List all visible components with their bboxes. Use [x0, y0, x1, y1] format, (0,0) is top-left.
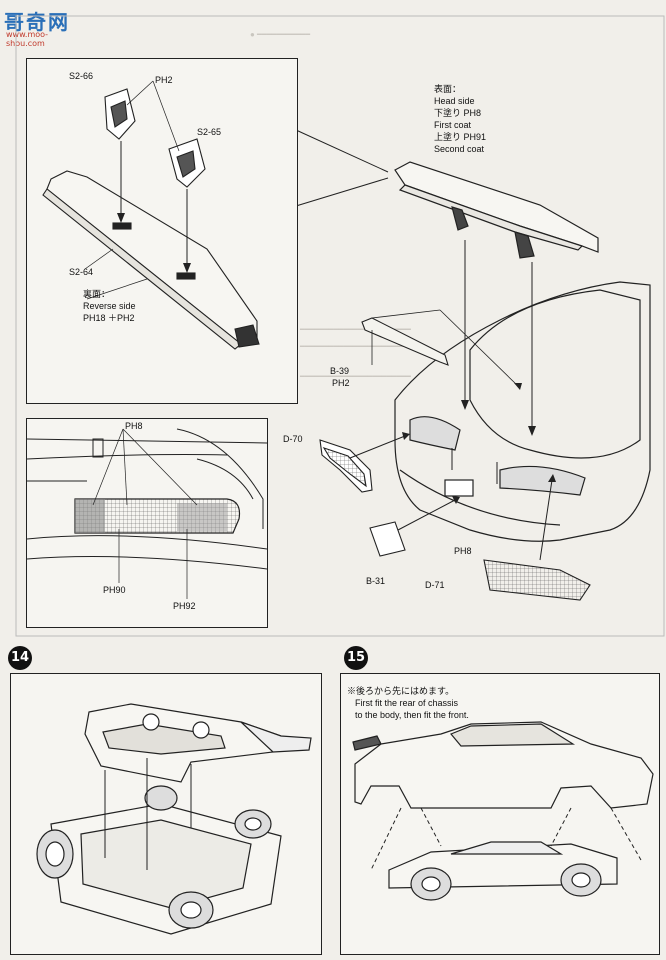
step-14-number: 14 [8, 646, 32, 670]
site-logo: 哥奇网 www.moo-shou.com [4, 6, 74, 48]
logo-url: www.moo-shou.com [6, 30, 49, 48]
label-b31: B-31 [366, 576, 386, 586]
part-d70-drawing [319, 439, 373, 493]
label-ph92: PH92 [173, 601, 196, 611]
part-d71-drawing [483, 559, 591, 601]
label-undercoat: 下塗り PH8 [434, 108, 482, 118]
label-d70: D-70 [283, 434, 303, 444]
step15-note-en-1: First fit the rear of chassis [355, 698, 459, 708]
label-head-jp: 表面： [434, 84, 462, 94]
inset-tail-light: PH8 PH90 PH92 [26, 418, 268, 628]
inset-wing-parts: S2-66 PH2 S2-65 S2-64 裏面： Reverse side P… [26, 58, 298, 404]
label-ph8-inset: PH8 [125, 421, 143, 431]
label-ph2-b39: PH2 [332, 378, 350, 388]
label-s2-65: S2-65 [197, 127, 222, 137]
label-reverse-paint: PH18 ＋PH2 [83, 313, 135, 323]
step15-drawing [352, 721, 654, 901]
step-14-panel [10, 673, 322, 955]
label-first-coat: First coat [434, 120, 472, 130]
step-15-number: 15 [344, 646, 368, 670]
label-second-coat: Second coat [434, 144, 485, 154]
step-15-panel: ※後ろから先にはめます。 First fit the rear of chass… [340, 673, 660, 955]
label-reverse-jp: 裏面： [83, 289, 111, 299]
label-topcoat: 上塗り PH91 [434, 132, 487, 142]
rear-wing-drawing [394, 161, 599, 259]
logo-text: 哥奇网 [4, 10, 70, 34]
step15-note-jp: ※後ろから先にはめます。 [347, 686, 455, 696]
part-b31-drawing [369, 521, 406, 557]
car-rear-drawing [394, 281, 651, 542]
label-b39: B-39 [330, 366, 350, 376]
label-ph2-inset: PH2 [155, 75, 173, 85]
label-ph8-pins: PH8 [454, 546, 472, 556]
inset-wing-drawing [42, 80, 260, 350]
label-reverse-en: Reverse side [83, 301, 136, 311]
part-b39-drawing [361, 317, 449, 366]
label-ph90: PH90 [103, 585, 126, 595]
label-s2-64: S2-64 [69, 267, 94, 277]
step15-note-en-2: to the body, then fit the front. [355, 710, 469, 720]
step14-drawing [36, 703, 312, 935]
label-s2-66: S2-66 [69, 71, 94, 81]
label-d71: D-71 [425, 580, 445, 590]
inset-tail-light-drawing [27, 428, 267, 599]
label-head-en: Head side [434, 96, 475, 106]
